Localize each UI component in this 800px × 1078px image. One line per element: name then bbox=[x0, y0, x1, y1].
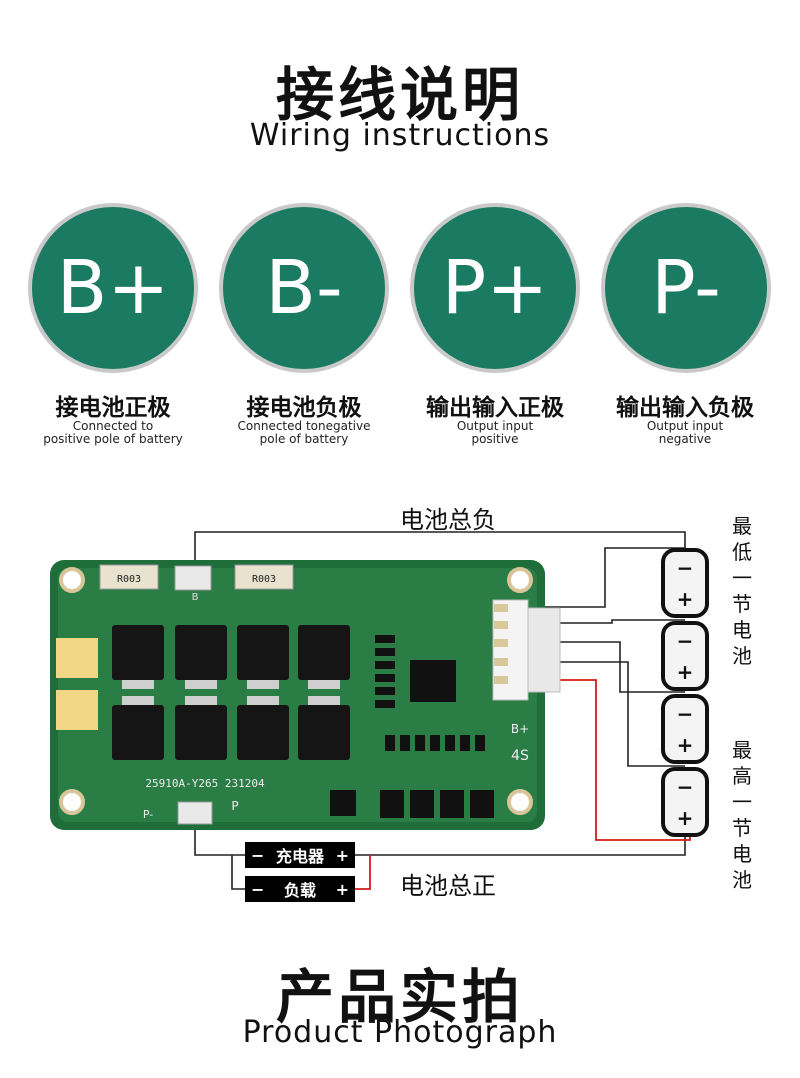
terminal-desc-bminus-1: Connected tonegative bbox=[237, 419, 371, 433]
charger-label: 充电器 bbox=[275, 847, 324, 866]
cell-3-minus: − bbox=[677, 702, 694, 726]
cell-4-minus: − bbox=[677, 775, 694, 799]
cell-1-plus: + bbox=[677, 587, 694, 611]
page-title: 接线说明 bbox=[275, 61, 524, 129]
total-negative-label: 电池总负 bbox=[400, 506, 496, 534]
terminal-circle-pplus: P+ bbox=[410, 203, 580, 373]
cell-4-plus: + bbox=[677, 806, 694, 830]
footer-subtitle: Product Photograph bbox=[242, 1015, 558, 1050]
highest-cell-label: 最 高 一 节 电 池 bbox=[732, 738, 752, 892]
load-minus: − bbox=[251, 879, 265, 899]
terminal-circle-bminus: B- bbox=[219, 203, 389, 373]
charger-plus: + bbox=[335, 845, 349, 865]
footer-title: 产品实拍 bbox=[275, 963, 524, 1031]
pcb-model-label: 25910A-Y265 231204 bbox=[145, 777, 265, 790]
terminal-desc-pminus-2: negative bbox=[658, 432, 712, 446]
terminal-desc-bplus-2: positive pole of battery bbox=[43, 432, 183, 446]
wiring-diagram: R003 R003 B B+ 4S 25910A-Y265 231204 P- … bbox=[50, 531, 709, 890]
lowest-cell-label: 最 低 一 节 电 池 bbox=[732, 514, 752, 668]
page-subtitle: Wiring instructions bbox=[249, 118, 551, 153]
terminal-caption-pplus: 输出输入正极 bbox=[426, 395, 564, 421]
load-plus: + bbox=[335, 879, 349, 899]
total-positive-label: 电池总正 bbox=[400, 872, 496, 900]
battery-cells: − + − + − + − + bbox=[661, 548, 709, 837]
terminal-desc-bplus-1: Connected to bbox=[72, 419, 154, 433]
load-tag: − 负载 + bbox=[245, 876, 355, 902]
pcb-bplus-label: B+ bbox=[511, 722, 529, 736]
load-label: 负载 bbox=[283, 881, 316, 900]
terminal-desc-bminus-2: pole of battery bbox=[259, 432, 349, 446]
cell-2-minus: − bbox=[677, 629, 694, 653]
resistor-label-2: R003 bbox=[252, 574, 276, 585]
terminal-caption-bplus: 接电池正极 bbox=[55, 395, 171, 421]
terminal-desc-pminus-1: Output input bbox=[646, 419, 724, 433]
terminal-caption-pminus: 输出输入负极 bbox=[616, 395, 754, 421]
pcb-board: R003 R003 B B+ 4S 25910A-Y265 231204 P- … bbox=[50, 560, 561, 830]
pcb-p-label: P- bbox=[143, 808, 153, 821]
cell-1-minus: − bbox=[677, 556, 694, 580]
terminal-caption-bminus: 接电池负极 bbox=[246, 395, 362, 421]
charger-minus: − bbox=[251, 845, 265, 865]
terminal-desc-pplus-1: Output input bbox=[456, 419, 534, 433]
cell-3-plus: + bbox=[677, 733, 694, 757]
pcb-p2-label: P bbox=[231, 799, 238, 813]
terminal-circle-pminus: P- bbox=[601, 203, 771, 373]
resistor-label-1: R003 bbox=[117, 574, 141, 585]
charger-tag: − 充电器 + bbox=[245, 842, 355, 868]
terminal-desc-pplus-2: positive bbox=[471, 432, 519, 446]
pcb-series-label: 4S bbox=[511, 748, 529, 764]
terminal-circle-bplus: B+ bbox=[28, 203, 198, 373]
cell-2-plus: + bbox=[677, 660, 694, 684]
pcb-b-label: B bbox=[192, 592, 199, 603]
